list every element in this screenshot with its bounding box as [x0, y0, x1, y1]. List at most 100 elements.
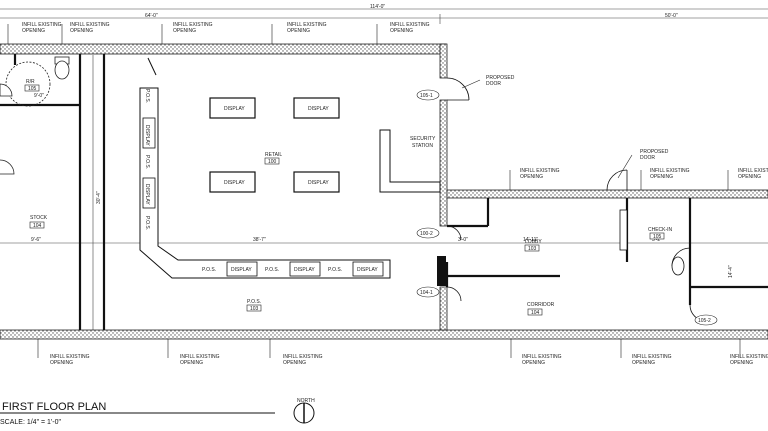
exterior-walls [0, 43, 768, 340]
room-rr-tag: 105 [28, 86, 37, 92]
room-checkin-tag-box [649, 232, 665, 240]
infill-note-7-line2: OPENING [650, 174, 673, 180]
pos-label-6: P.O.S. [328, 267, 342, 273]
infill-note-14-line2: OPENING [730, 360, 753, 366]
infill-note-3-line1: INFILL EXISTING [173, 22, 213, 28]
display-tables [209, 97, 340, 193]
proposed-door-2-line2: DOOR [640, 155, 655, 161]
door-tag-2: 100-2 [420, 231, 433, 237]
checkin-counter [619, 209, 628, 251]
dim-right-depth: 14'-4" [728, 265, 734, 278]
counter-fixtures [142, 117, 384, 277]
door-tag-3: 104-1 [420, 290, 433, 296]
infill-note-14-line1: INFILL EXISTING [730, 354, 768, 360]
room-rr-name: R/R [26, 79, 35, 85]
door-swings [446, 77, 707, 322]
dim-retail-length: 38'-7" [253, 237, 266, 243]
infill-note-6-line2: OPENING [520, 174, 543, 180]
room-lobby-tag-box [524, 244, 540, 252]
counter-gate [147, 57, 157, 76]
dim-left-segment: 64'-0" [145, 13, 158, 19]
infill-note-10-line2: OPENING [180, 360, 203, 366]
proposed-door-1-line1: PROPOSED [486, 75, 515, 81]
display-label-7: DISPLAY [231, 267, 252, 273]
pos-label-2: P.O.S. [144, 155, 150, 169]
infill-note-12-line2: OPENING [522, 360, 545, 366]
room-checkin-tag: 105 [653, 234, 662, 240]
proposed-door-leaders [461, 79, 633, 179]
restroom-fixtures [0, 56, 70, 175]
dim-overall: 114'-0" [370, 4, 385, 10]
display-label-2: DISPLAY [308, 106, 329, 112]
display-label-1: DISPLAY [224, 106, 245, 112]
room-pos-tag: 103 [250, 306, 259, 312]
infill-note-6-line1: INFILL EXISTING [520, 168, 560, 174]
pos-label-3: P.O.S. [144, 216, 150, 230]
room-corridor-name: CORRIDOR [527, 302, 555, 308]
infill-note-10-line1: INFILL EXISTING [180, 354, 220, 360]
infill-note-8-line2: OPENING [738, 174, 761, 180]
infill-note-7-line1: INFILL EXISTING [650, 168, 690, 174]
room-corridor-tag-box [527, 308, 543, 316]
infill-note-5-line2: OPENING [390, 28, 413, 34]
infill-note-2-line2: OPENING [70, 28, 93, 34]
security-station-desk [379, 129, 441, 193]
dim-corridor-small: 3'-0" [458, 237, 468, 243]
drawing-title: FIRST FLOOR PLAN [2, 401, 106, 413]
infill-note-9-line2: OPENING [50, 360, 73, 366]
pos-label-1: P.O.S. [144, 89, 150, 103]
infill-note-8-line1: INFILL EXISTING [738, 168, 768, 174]
display-label-4: DISPLAY [308, 180, 329, 186]
dim-stock-width: 9'-6" [31, 237, 41, 243]
infill-note-3-line2: OPENING [173, 28, 196, 34]
display-label-6: DISPLAY [144, 184, 150, 205]
proposed-door-2-line1: PROPOSED [640, 149, 669, 155]
security-label-2: STATION [412, 143, 433, 149]
dim-lobby-width: 14'-11" [523, 237, 538, 243]
drawing-scale: SCALE: 1/4" = 1'-0" [0, 419, 61, 426]
room-stock-tag: 104 [33, 223, 42, 229]
infill-note-4-line2: OPENING [287, 28, 310, 34]
display-label-3: DISPLAY [224, 180, 245, 186]
checkin-fixture [671, 256, 685, 276]
room-stock-name: STOCK [30, 215, 48, 221]
infill-leaders-top [7, 24, 729, 190]
pos-label-4: P.O.S. [202, 267, 216, 273]
infill-note-11-line1: INFILL EXISTING [283, 354, 323, 360]
room-lobby-name: LOBBY [525, 239, 542, 245]
room-pos-tag-box [246, 304, 262, 312]
infill-note-5-line1: INFILL EXISTING [390, 22, 430, 28]
room-retail-name: RETAIL [265, 152, 282, 158]
pos-label-5: P.O.S. [265, 267, 279, 273]
infill-note-1-line2: OPENING [22, 28, 45, 34]
room-corridor-tag: 104 [531, 310, 540, 316]
pos-counter [139, 87, 391, 279]
room-stock-tag-box [29, 221, 45, 229]
dim-checkin: 5'-2" [652, 237, 662, 243]
wall-column [437, 256, 446, 286]
room-checkin-name: CHECK-IN [648, 227, 673, 233]
infill-note-2-line1: INFILL EXISTING [70, 22, 110, 28]
infill-note-13-line2: OPENING [632, 360, 655, 366]
security-label-1: SECURITY [410, 136, 436, 142]
infill-leaders-bottom [37, 339, 741, 358]
door-tag-4: 105-2 [698, 318, 711, 324]
display-label-8: DISPLAY [294, 267, 315, 273]
infill-note-1-line1: INFILL EXISTING [22, 22, 62, 28]
display-label-9: DISPLAY [357, 267, 378, 273]
north-label: NORTH [297, 398, 315, 404]
door-tag-1: 105-1 [420, 93, 433, 99]
infill-note-11-line2: OPENING [283, 360, 306, 366]
display-label-5: DISPLAY [144, 125, 150, 146]
room-pos-name: P.O.S. [247, 299, 261, 305]
infill-note-9-line1: INFILL EXISTING [50, 354, 90, 360]
dim-rr: 9'-0" [34, 93, 44, 99]
dim-retail-depth: 30'-4" [96, 191, 102, 204]
room-rr-tag-box [24, 84, 40, 92]
dimension-lines [0, 8, 768, 330]
infill-note-4-line1: INFILL EXISTING [287, 22, 327, 28]
room-retail-tag: 100 [268, 159, 277, 165]
room-retail-tag-box [264, 157, 280, 165]
infill-note-13-line1: INFILL EXISTING [632, 354, 672, 360]
